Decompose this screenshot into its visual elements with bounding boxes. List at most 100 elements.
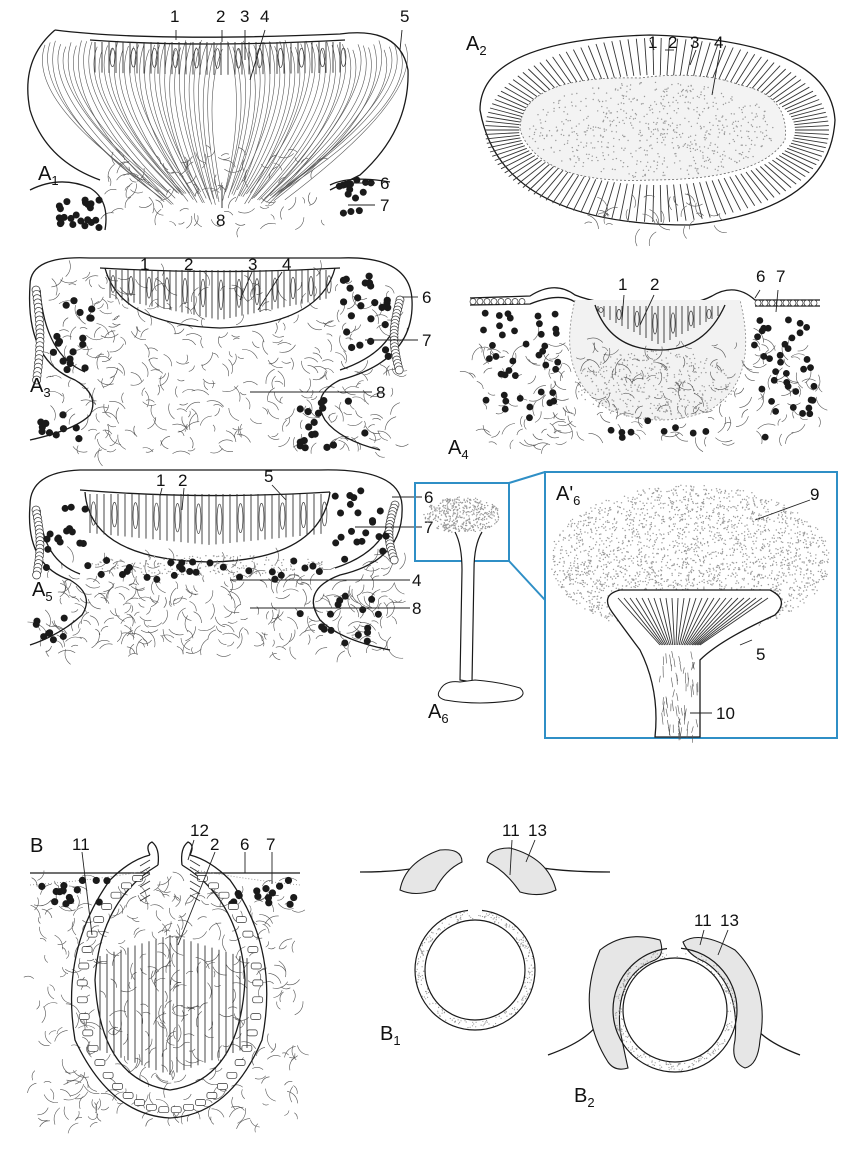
hypha: [379, 632, 386, 641]
stipple-dot: [724, 131, 725, 132]
stipple-dot: [661, 142, 662, 143]
hypha: [778, 419, 781, 426]
spore-dot: [821, 569, 822, 570]
algal-cell: [803, 324, 810, 331]
spore-dot: [565, 550, 566, 551]
hypha: [310, 574, 314, 585]
hypha: [69, 575, 80, 579]
stipple-dot: [231, 570, 232, 571]
stipple-dot: [257, 563, 258, 564]
spore-dot: [569, 568, 570, 569]
spore-dot: [760, 525, 761, 526]
algal-cell: [783, 379, 790, 386]
stipple-dot: [601, 141, 602, 142]
stipple-dot: [640, 135, 641, 136]
stipple-dot: [637, 160, 638, 161]
spore-dot: [739, 495, 740, 496]
spore-dot: [778, 575, 779, 576]
spore-dot: [660, 507, 661, 508]
stipple-dot: [706, 130, 707, 131]
hypha: [272, 376, 276, 388]
spore-dot: [444, 522, 445, 523]
spore-dot: [457, 497, 458, 498]
spore-dot: [609, 613, 610, 614]
stipple-dot: [712, 125, 713, 126]
stipple-dot: [627, 166, 628, 167]
spore-dot: [459, 530, 460, 531]
spore-dot: [739, 569, 740, 570]
hypha: [65, 649, 71, 664]
spore-dot: [442, 500, 443, 501]
hypha: [156, 200, 163, 208]
stipple-dot: [592, 381, 593, 382]
spore-dot: [457, 517, 458, 518]
hypha: [98, 304, 104, 309]
spore-dot: [702, 576, 703, 577]
spore-dot: [452, 499, 453, 500]
hypha: [322, 360, 333, 362]
spore-dot: [687, 557, 688, 558]
ascus: [280, 503, 285, 529]
stipple-dot: [546, 114, 547, 115]
spore-dot: [667, 562, 668, 563]
stipple-dot: [634, 355, 635, 356]
stipple-dot: [582, 166, 583, 167]
stipple-dot: [669, 406, 670, 407]
hypha: [380, 365, 389, 376]
stipple-dot: [668, 124, 669, 125]
spore-dot: [800, 601, 801, 602]
stipple-dot: [92, 563, 93, 564]
stipple-dot: [222, 555, 223, 556]
spore-dot: [479, 530, 480, 531]
hypha: [558, 421, 572, 426]
stipple-dot: [572, 132, 573, 133]
algal-cell: [512, 372, 519, 379]
stipple-dot: [645, 123, 646, 124]
stipple-dot: [132, 563, 133, 564]
spore-dot: [646, 575, 647, 576]
ascus: [309, 276, 313, 295]
spore-dot: [663, 507, 664, 508]
algal-cell: [378, 304, 385, 311]
spore-dot: [593, 538, 594, 539]
stipple-dot: [214, 570, 215, 571]
stipple-dot: [549, 130, 550, 131]
stipple-dot: [654, 359, 655, 360]
hypha: [681, 206, 687, 217]
paraphysis: [700, 182, 711, 217]
spore-dot: [725, 584, 726, 585]
hypha: [92, 633, 100, 648]
stipple-dot: [575, 381, 576, 382]
spore-dot: [448, 531, 449, 532]
hypha: [131, 372, 142, 381]
hypha: [97, 353, 102, 370]
spore-dot: [771, 578, 772, 579]
paraphysis: [660, 185, 661, 222]
hypha: [189, 366, 195, 372]
stipple-dot: [162, 573, 163, 574]
stipple-dot: [178, 574, 179, 575]
algal-cell: [73, 211, 80, 218]
spore-dot: [443, 513, 444, 514]
algal-cell: [661, 428, 668, 435]
stipple-dot: [307, 564, 308, 565]
stipple-dot: [628, 410, 629, 411]
spore-dot: [492, 504, 493, 505]
stipple-dot: [674, 131, 675, 132]
stipple-dot: [681, 374, 682, 375]
spore-dot: [678, 486, 679, 487]
spore-dot: [562, 530, 563, 531]
stipple-dot: [702, 393, 703, 394]
spore-dot: [658, 575, 659, 576]
spore-dot: [570, 562, 571, 563]
hypha: [276, 595, 290, 599]
stipple-dot: [637, 390, 638, 391]
spore-dot: [593, 605, 594, 606]
spore-dot: [484, 519, 485, 520]
stipple-dot: [291, 566, 292, 567]
hypha: [266, 369, 275, 384]
spore-dot: [689, 494, 690, 495]
stipple-dot: [623, 110, 624, 111]
stipple-dot: [606, 370, 607, 371]
spore-dot: [775, 505, 776, 506]
